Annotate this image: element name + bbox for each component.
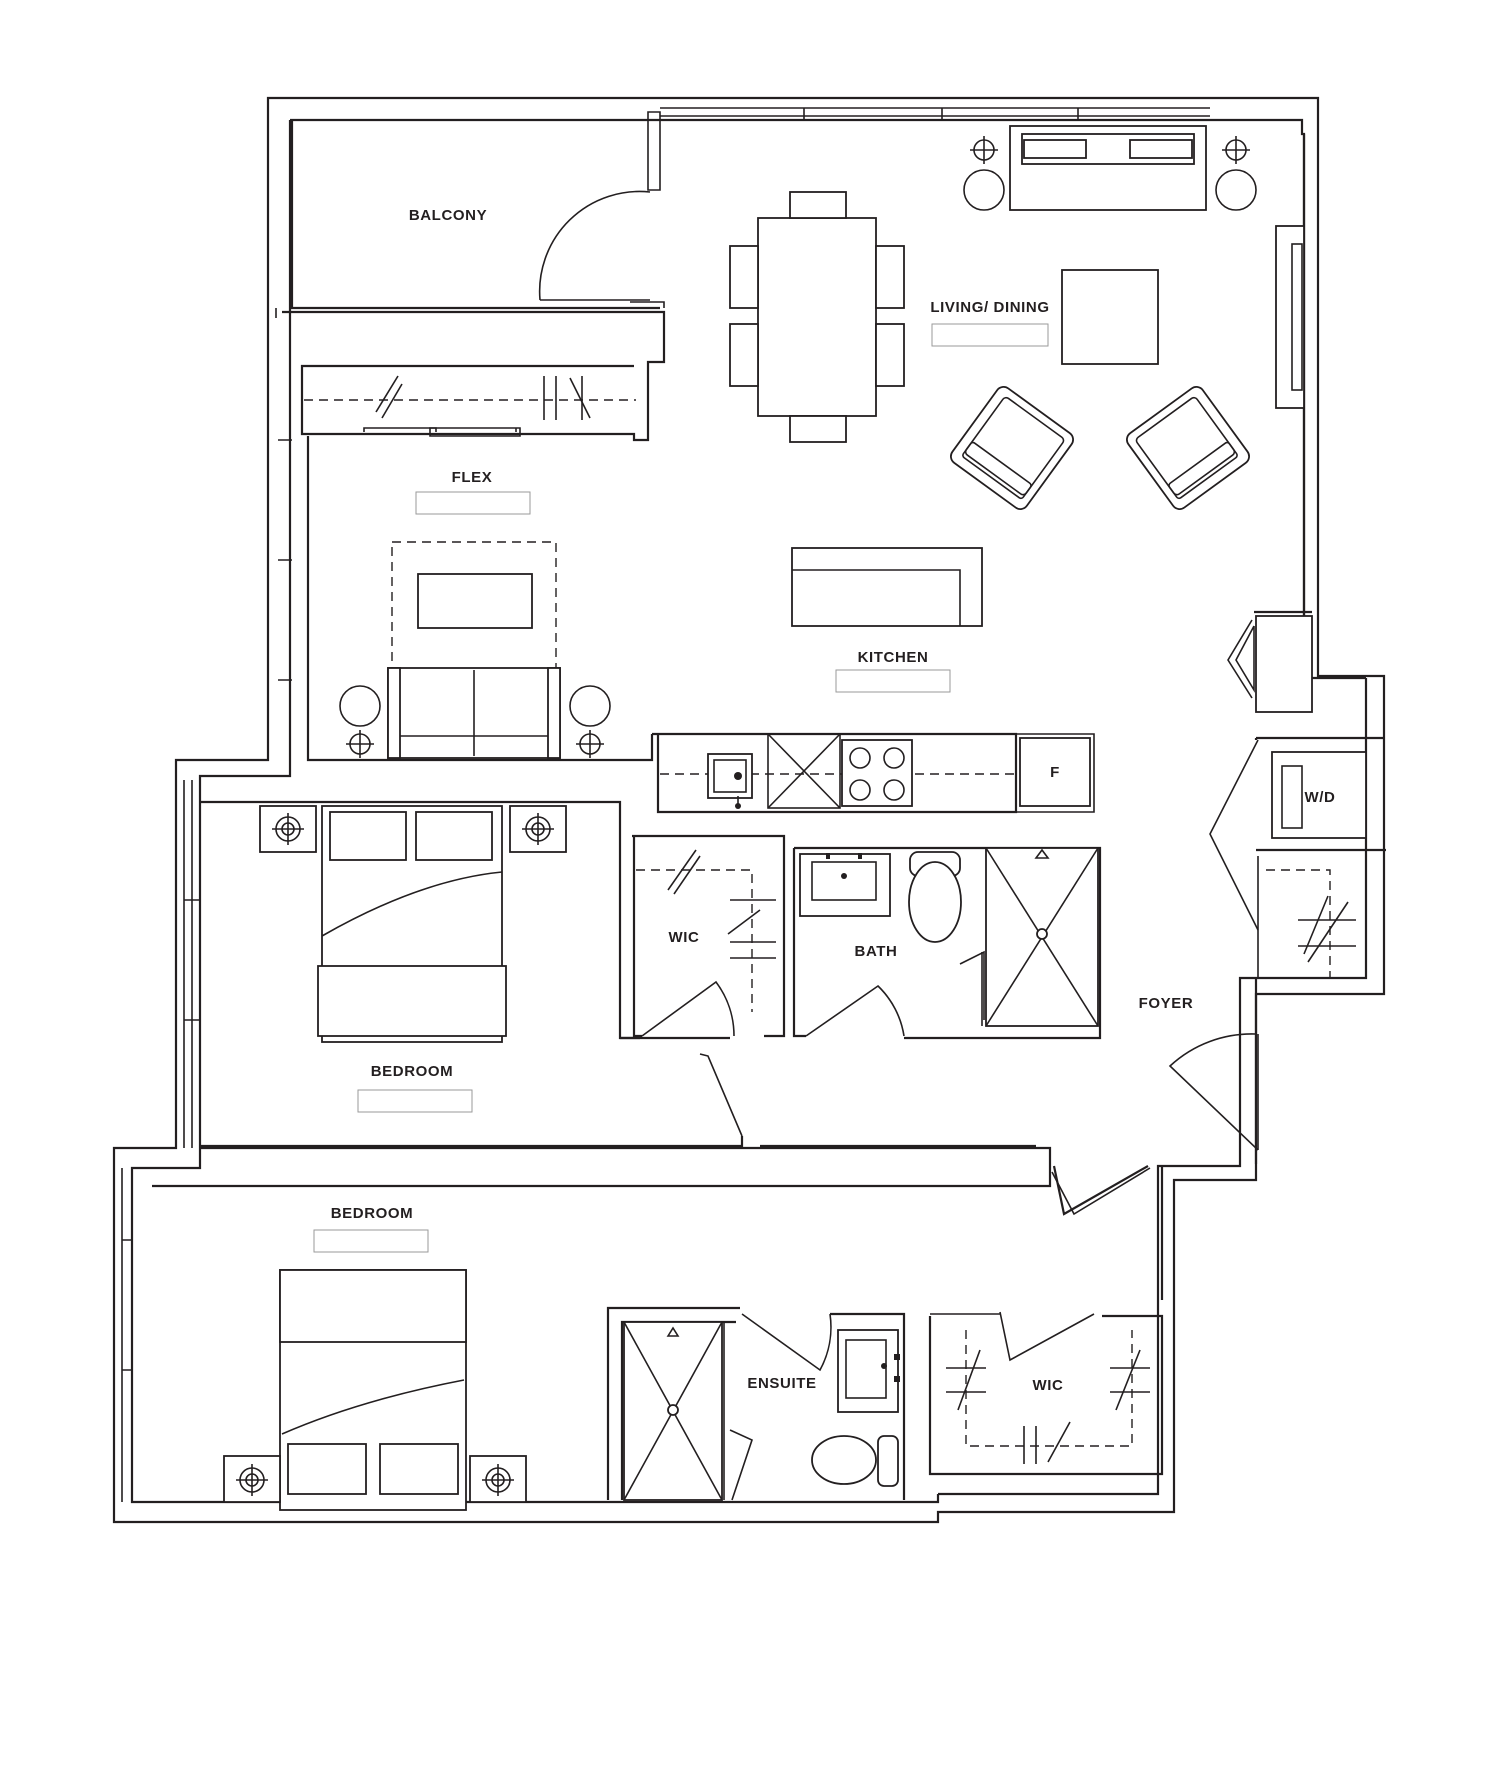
corridor-wall [152,1053,1164,1300]
dining-table [729,191,905,443]
kitchen-label: KITCHEN [858,649,929,666]
bed-2 [223,1269,527,1511]
foyer-label: FOYER [1139,995,1194,1012]
bath-label: BATH [855,943,898,960]
kitchen-counter [652,732,1095,814]
wic-2 [928,1311,1164,1476]
ensuite-label: ENSUITE [747,1375,816,1392]
balcony-label: BALCONY [409,207,487,224]
flex-closet [282,310,666,442]
flex-furniture [339,541,611,759]
ensuite [606,1306,906,1501]
media-unit [1275,225,1305,409]
flex-label: FLEX [452,469,493,486]
wic-2-label: WIC [1033,1377,1064,1394]
living-dining-label: LIVING/ DINING [930,299,1049,316]
wic-1-label: WIC [669,929,700,946]
bedroom-2-label: BEDROOM [331,1205,414,1222]
foyer-closets [1209,610,1386,979]
washer-dryer-label: W/D [1305,789,1336,806]
balcony [275,111,665,318]
bed-1 [259,805,567,1043]
entry-door [1168,978,1259,1164]
lounge-chair-left [950,386,1074,510]
bedroom-1-label: BEDROOM [371,1063,454,1080]
label-guides [313,323,1049,1253]
bath [792,846,1102,1040]
wic-1 [632,834,786,1038]
living-sofa [963,125,1257,211]
kitchen-island [791,547,983,627]
lounge-chair-right [1126,386,1250,510]
fridge-label: F [1050,764,1060,781]
coffee-table [1061,269,1159,365]
